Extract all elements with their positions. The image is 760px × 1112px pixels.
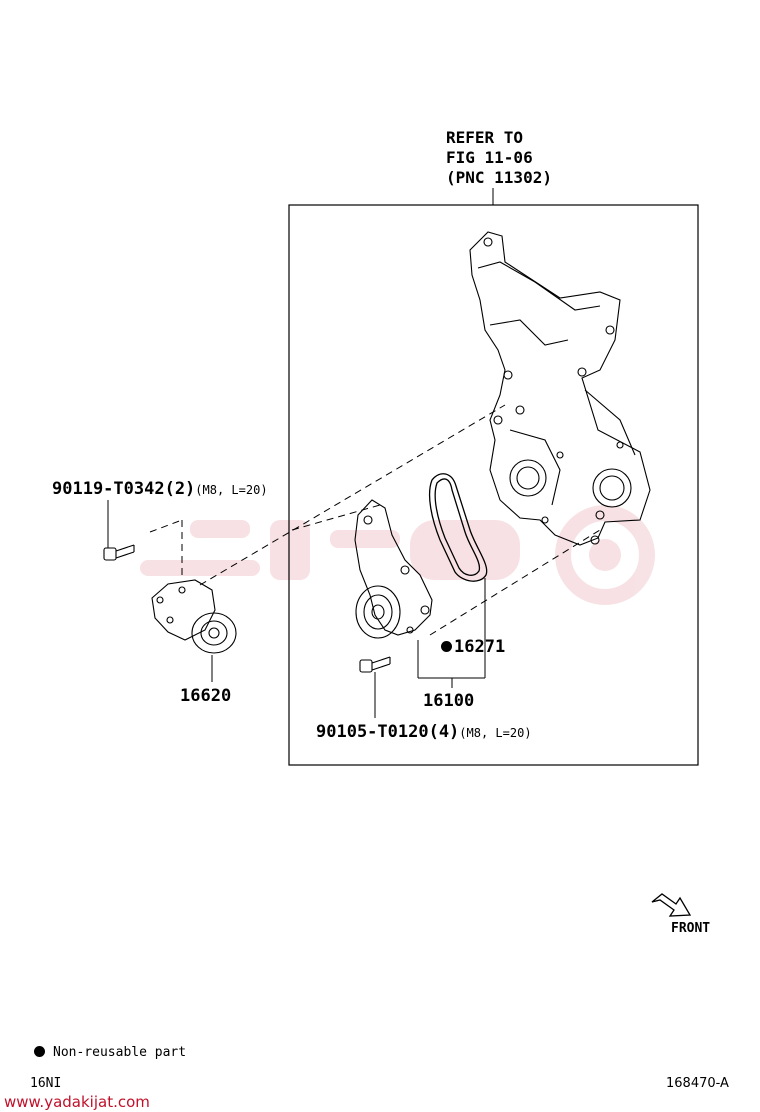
refer-line-1: REFER TO bbox=[446, 128, 524, 147]
water-pump-drawing bbox=[354, 499, 433, 639]
legend: Non-reusable part bbox=[34, 1045, 186, 1060]
engine-code: 16NI bbox=[30, 1076, 62, 1091]
callout-gasket[interactable]: 16271 bbox=[441, 637, 505, 657]
non-reusable-dot-icon bbox=[441, 641, 452, 652]
refer-line-3: (PNC 11302) bbox=[446, 168, 552, 187]
dashed-guides bbox=[149, 404, 601, 636]
website-link[interactable]: www.yadakijat.com bbox=[4, 1093, 150, 1111]
front-arrow-icon bbox=[651, 893, 692, 917]
tensioner-drawing bbox=[151, 579, 237, 654]
callout-bolt-lower[interactable]: 90105-T0120(4)(M8, L=20) bbox=[316, 722, 532, 742]
figure-id: 168470-A bbox=[666, 1076, 729, 1091]
bullet-icon bbox=[34, 1046, 45, 1057]
bolt-lower-number: 90105-T0120(4) bbox=[316, 722, 460, 742]
bolt-upper-number: 90119-T0342(2) bbox=[52, 479, 196, 499]
water-pump-number: 16100 bbox=[423, 691, 475, 711]
bolt-upper-spec: (M8, L=20) bbox=[195, 483, 268, 497]
bolt-lower-drawing bbox=[359, 656, 391, 673]
refer-line-2: FIG 11-06 bbox=[446, 148, 533, 167]
callout-bolt-upper[interactable]: 90119-T0342(2)(M8, L=20) bbox=[52, 479, 268, 499]
legend-text: Non-reusable part bbox=[53, 1045, 187, 1060]
gasket-drawing bbox=[428, 473, 488, 582]
leader-lines bbox=[107, 500, 486, 718]
refer-note: REFER TO FIG 11-06 (PNC 11302) bbox=[446, 128, 552, 188]
assembly-box bbox=[288, 204, 699, 766]
bolt-lower-spec: (M8, L=20) bbox=[459, 726, 532, 740]
gasket-number: 16271 bbox=[454, 637, 506, 657]
callout-water-pump[interactable]: 16100 bbox=[423, 691, 474, 711]
front-label: FRONT bbox=[671, 921, 711, 936]
tensioner-number: 16620 bbox=[180, 686, 232, 706]
watermark-logo bbox=[140, 505, 655, 605]
timing-cover-drawing bbox=[469, 231, 651, 546]
callout-tensioner[interactable]: 16620 bbox=[180, 686, 231, 706]
bolt-upper-drawing bbox=[103, 544, 135, 561]
